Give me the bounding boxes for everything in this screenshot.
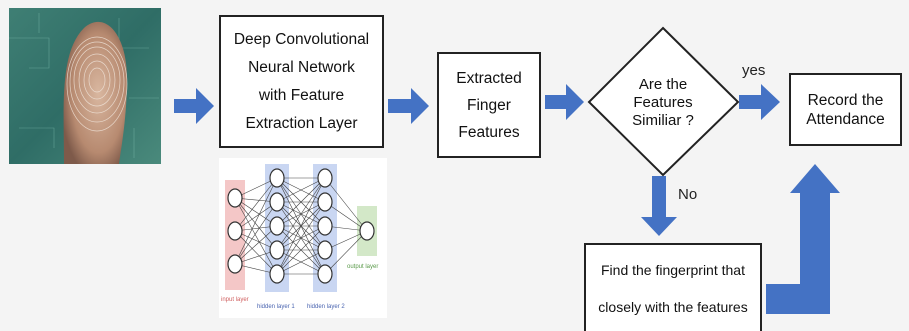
fingerprint-image bbox=[9, 8, 161, 164]
output-layer-label: output layer bbox=[347, 264, 378, 270]
arrow-cnn-to-extracted bbox=[388, 88, 429, 124]
input-layer-label: input layer bbox=[221, 297, 249, 303]
decision-label: Are the Features Similiar ? bbox=[632, 76, 694, 129]
record-attendance-label: Record the Attendance bbox=[806, 91, 885, 128]
extracted-features-label: Extracted Finger Features bbox=[456, 69, 522, 141]
arrow-photo-to-cnn bbox=[174, 88, 214, 124]
record-attendance-box: Record the Attendance bbox=[789, 73, 902, 146]
find-fingerprint-line-2: closely with the features bbox=[598, 298, 748, 315]
fingerprint-graphic bbox=[9, 8, 161, 164]
arrow-decision-to-record bbox=[739, 84, 780, 120]
nn-nodes bbox=[227, 168, 375, 284]
cnn-process-box: Deep Convolutional Neural Network with F… bbox=[219, 15, 384, 148]
arrow-find-to-record bbox=[766, 164, 840, 314]
no-edge-label: No bbox=[678, 186, 698, 203]
arrow-extracted-to-decision bbox=[545, 84, 584, 120]
decision-diamond bbox=[587, 26, 740, 177]
cnn-process-label: Deep Convolutional Neural Network with F… bbox=[233, 30, 370, 132]
neural-network-figure: input layer hidden layer 1 hidden layer … bbox=[219, 158, 387, 318]
neural-network-graphic: input layer hidden layer 1 hidden layer … bbox=[221, 164, 378, 310]
yes-edge-label: yes bbox=[742, 62, 766, 79]
hidden-layer-1-label: hidden layer 1 bbox=[257, 304, 295, 310]
hidden-layer-2-label: hidden layer 2 bbox=[307, 304, 345, 310]
arrow-decision-to-find bbox=[641, 176, 677, 236]
find-fingerprint-line-1: Find the fingerprint that bbox=[601, 261, 745, 278]
decision-label-wrap: Are the Features Similiar ? bbox=[613, 76, 713, 130]
extracted-features-box: Extracted Finger Features bbox=[437, 52, 541, 158]
find-fingerprint-box: Find the fingerprint that closely with t… bbox=[584, 243, 762, 331]
nn-connections bbox=[234, 177, 368, 275]
